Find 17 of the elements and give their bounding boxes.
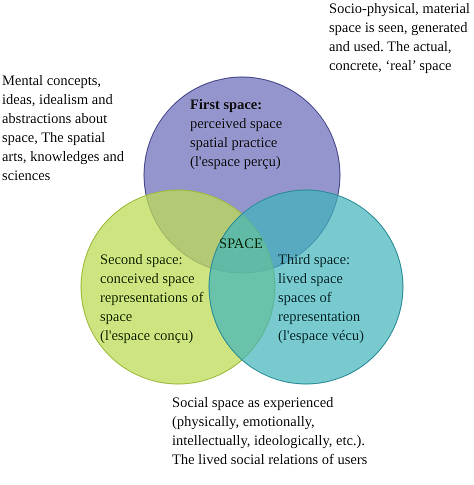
annotation-text: Social space as experienced (physically, emotionally, intellectually, ideologically, etc.). The lived social relations of users — [172, 394, 368, 470]
circle-text: spaces of representation — [278, 289, 362, 327]
center-label: SPACE — [219, 235, 263, 254]
circle-text: spatial practice — [190, 134, 278, 153]
circle-text: representations of space — [100, 289, 204, 327]
annotation-text: Socio-physical, material space is seen, generated and used. The actual, concrete, ‘real’ space — [329, 0, 471, 76]
circle-text: perceived space — [190, 115, 284, 134]
circle-text: (l'espace perçu) — [190, 153, 282, 172]
circle-heading: First space: — [190, 96, 264, 115]
circle-text: (l'espace vécu) — [278, 327, 365, 346]
circle-heading: Second space: — [100, 251, 184, 270]
circle-text: lived space — [278, 270, 344, 289]
venn-circle — [208, 189, 404, 385]
circle-heading: Third space: — [278, 251, 352, 270]
circle-text: conceived space — [100, 270, 196, 289]
circle-text: (l'espace conçu) — [100, 327, 194, 346]
annotation-text: Mental concepts, ideas, idealism and abstractions about space, The spatial arts, knowledges and sciences — [2, 72, 126, 186]
